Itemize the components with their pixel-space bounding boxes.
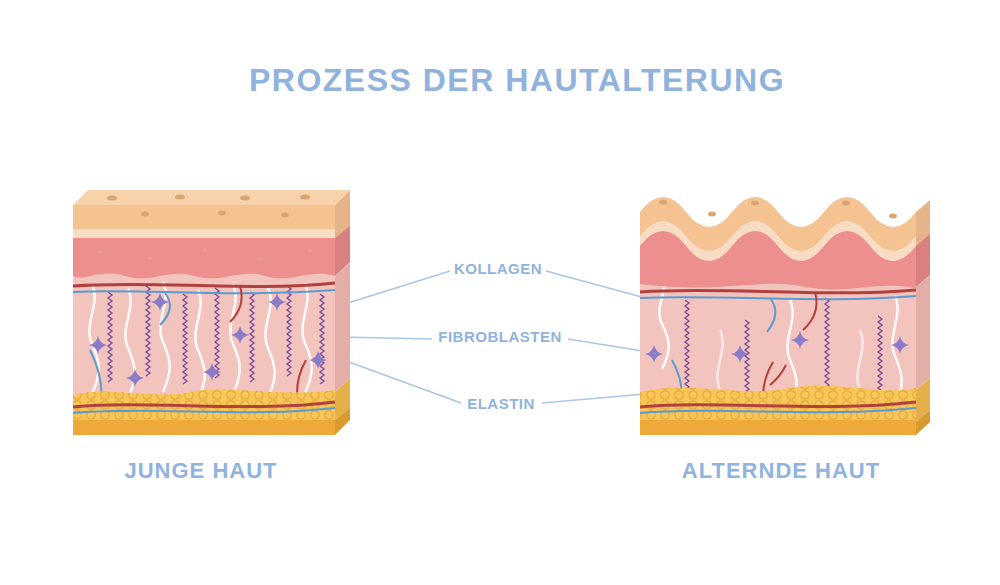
dermis-fibers [645,345,663,363]
young-skin-block [203,248,206,251]
dermis-fibers [108,292,112,382]
young-skin-block [335,262,350,392]
young-skin-block [300,195,310,200]
dermis-fibers [640,290,916,293]
young-skin-block [73,238,335,278]
dermis-fibers [268,293,286,311]
young-skin-block [281,213,289,218]
dermis-fibers [731,345,749,363]
part-label: FIBROBLASTEN [438,328,562,345]
dermis-fibers [302,283,311,393]
aging-skin-block [708,212,716,217]
diagram-title: PROZESS DER HAUTALTERUNG [249,62,785,99]
leader-line [542,394,645,403]
young-skin-block [107,196,117,201]
aging-skin-block [916,275,930,390]
dermis-fibers [195,290,204,400]
dermis-fibers [73,290,335,293]
aging-skin-block [640,402,916,407]
young-skin-block [73,389,335,435]
dermis-fibers [640,296,916,299]
young-skin-block [308,249,311,252]
dermis-fibers [803,292,817,330]
dermis-fibers [73,283,335,286]
young-skin-block [141,212,149,217]
young-skin-block [148,256,151,259]
part-label: ELASTIN [467,395,535,412]
aging-skin-block [659,200,667,205]
dermis-fibers [767,298,775,332]
aging-skin-block [640,386,916,435]
young-skin-block [73,190,350,205]
young-skin-block [73,408,335,413]
aging-skin-block [640,231,916,289]
aging-skin-block [659,200,897,219]
dermis-fibers [203,363,221,381]
dermis-fibers [126,369,144,387]
young-skin-block [73,229,335,239]
aging-skin-block [640,420,916,435]
dermis-fibers [230,286,242,322]
dermis-fibers [825,298,829,388]
dermis-fibers [685,300,689,390]
young-skin-block [258,257,261,260]
young-skin-block [107,195,310,218]
aging-skin-block [640,197,930,440]
young-skin-block [98,248,311,260]
aging-skin-block [640,386,916,435]
aging-skin-block [916,410,930,435]
dermis-fibers [287,286,291,376]
aging-skin-block [842,201,850,206]
young-skin-block [175,195,185,200]
young-skin-block [73,190,350,435]
young-skin-block [218,211,226,216]
aging-skin-block [889,214,897,219]
dermis-fibers [146,286,150,376]
dermis-fibers [265,288,274,398]
panel-caption: JUNGE HAUT [124,458,277,483]
young-skin-block [73,402,335,407]
dermis-fibers [309,351,327,369]
young-skin-block [73,420,335,435]
leader-line [300,271,660,403]
dermis-fibers [215,288,219,378]
dermis-fibers [640,270,916,410]
dermis-fibers [891,336,909,354]
panel-caption: ALTERNDE HAUT [682,458,880,483]
young-skin-block [73,389,335,435]
dermis-fibers [320,294,324,384]
aging-skin-block [640,408,916,413]
dermis-fibers [231,326,249,344]
young-skin-block [98,250,101,253]
dermis-fibers [160,293,170,325]
dermis-fibers [183,294,187,384]
young-skin-block [73,205,335,229]
young-skin-block [240,196,250,201]
part-label: KOLLAGEN [454,260,542,277]
aging-skin-block [751,201,759,206]
dermis-fibers [250,292,254,382]
leader-line [338,337,432,339]
young-skin-block [335,408,350,435]
dermis-fibers [791,331,809,349]
